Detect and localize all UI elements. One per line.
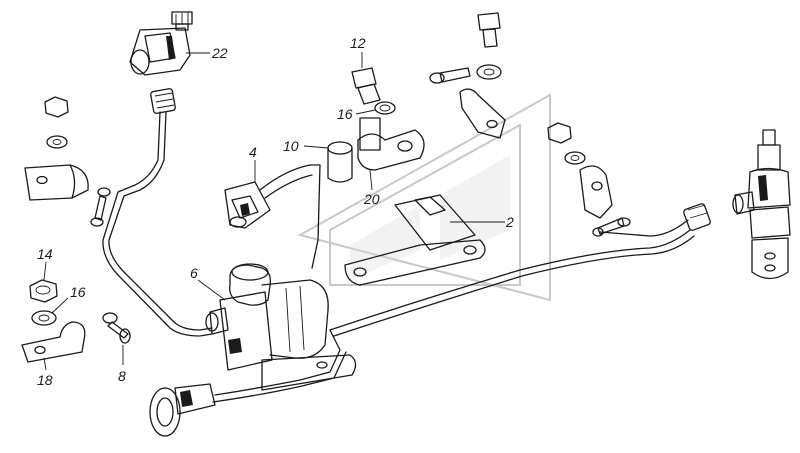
fuel-pipe-long — [102, 88, 213, 337]
callout-14: 14 — [37, 246, 53, 262]
nut-right — [547, 122, 586, 165]
callout-4: 4 — [249, 144, 257, 160]
callout-6: 6 — [190, 265, 198, 281]
connector-4 — [224, 164, 321, 269]
clamp-18 — [21, 321, 86, 363]
nut-upper-left — [44, 96, 69, 149]
callout-22: 22 — [211, 45, 228, 61]
nut-14 — [29, 279, 58, 303]
glow-plug — [732, 129, 791, 280]
clamp-20 — [357, 117, 425, 171]
callout-20: 20 — [363, 191, 380, 207]
bracket-2 — [344, 194, 486, 286]
callout-12: 12 — [350, 35, 366, 51]
fuel-pipe-lower — [212, 329, 347, 403]
sleeve-10 — [327, 141, 353, 183]
bolt-12 — [351, 67, 396, 115]
fuel-pipe-right — [329, 203, 711, 337]
bolt-8 — [102, 312, 131, 344]
callout-18: 18 — [37, 372, 53, 388]
callout-10: 10 — [283, 138, 299, 154]
bolt-mid-top — [429, 67, 471, 84]
clamp-upper-left — [24, 164, 89, 201]
washer-16 — [31, 310, 57, 326]
bolt-top-right — [476, 12, 502, 80]
leader-lines — [43, 52, 505, 371]
clamp-right — [579, 165, 613, 219]
clamp-top-right — [459, 88, 506, 139]
bolt-upper-left — [90, 187, 111, 227]
bolt-right — [592, 217, 631, 237]
solenoid-valve-6 — [205, 263, 357, 391]
callout-8: 8 — [118, 368, 126, 384]
callout-16-lower: 16 — [70, 284, 86, 300]
sensor-22 — [129, 11, 193, 76]
watermark-logo — [297, 93, 551, 302]
callout-16-upper: 16 — [337, 106, 353, 122]
banjo-fitting — [149, 383, 216, 437]
callout-2: 2 — [505, 214, 514, 230]
